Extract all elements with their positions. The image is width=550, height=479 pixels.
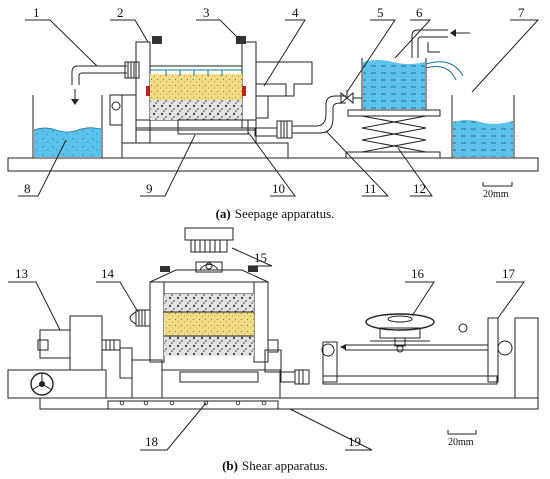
right-housing	[255, 61, 313, 119]
pusher-block	[119, 347, 133, 379]
inlet-fitting	[254, 120, 293, 139]
outlet-pipe	[71, 61, 140, 105]
shear-sand-sample	[164, 312, 254, 336]
label-4: 4	[292, 5, 299, 20]
seepage-apparatus: 20mm 1 2 3 4 5 6 7 8 9 10	[7, 5, 540, 221]
label-3: 3	[203, 5, 210, 20]
part-labels-b: 13 14 15 16 17 18 19	[15, 250, 516, 449]
label-13: 13	[15, 266, 28, 281]
upper-gravel-layer	[164, 294, 254, 312]
scissor-lift	[345, 109, 441, 159]
scale-label-b: 20mm	[448, 437, 474, 448]
constant-head-tank	[361, 29, 470, 111]
label-17: 17	[502, 266, 516, 281]
porous-plate	[177, 119, 249, 135]
seepage-cell	[135, 36, 257, 144]
left-support	[109, 94, 137, 144]
label-11: 11	[364, 181, 377, 196]
label-2: 2	[117, 5, 124, 20]
leader-lines-b	[8, 247, 525, 451]
hand-wheel-drive	[7, 315, 121, 399]
label-5: 5	[377, 5, 384, 20]
dial-gauge	[365, 313, 435, 353]
sand-sample	[150, 74, 242, 100]
scale-bar-b: 20mm	[447, 430, 477, 448]
leader-lines-a	[18, 19, 540, 197]
shear-apparatus: 20mm 13 14 15 16 17 18 19 (b)Shear appar…	[7, 227, 539, 473]
inlet-hose	[292, 95, 346, 127]
label-7: 7	[518, 5, 525, 20]
label-19: 19	[348, 434, 361, 449]
lower-gravel-layer	[164, 336, 254, 356]
shear-lower-box	[131, 349, 310, 399]
label-12: 12	[413, 181, 426, 196]
label-16: 16	[411, 266, 425, 281]
shear-upper-box	[129, 261, 279, 363]
label-15: 15	[254, 250, 267, 265]
caption-a: (a)Seepage apparatus.	[216, 206, 335, 221]
label-6: 6	[416, 5, 423, 20]
shear-base-rail	[39, 397, 539, 410]
loading-head	[184, 227, 234, 271]
label-10: 10	[272, 181, 285, 196]
label-9: 9	[146, 181, 153, 196]
overflow-beaker	[451, 95, 515, 159]
scale-label-a: 20mm	[483, 189, 509, 200]
outflow-beaker	[32, 95, 103, 159]
caption-b: (b)Shear apparatus.	[222, 458, 328, 473]
label-18: 18	[145, 434, 158, 449]
seepage-lower-frame	[121, 142, 289, 159]
gravel-layer	[150, 100, 242, 120]
label-1: 1	[33, 5, 40, 20]
seepage-base-plate	[7, 157, 539, 172]
displacement-tray	[321, 317, 539, 399]
scale-bar-a: 20mm	[482, 182, 513, 200]
label-8: 8	[24, 181, 31, 196]
label-14: 14	[101, 266, 115, 281]
part-labels-a: 1 2 3 4 5 6 7 8 9 10 11 12	[24, 5, 525, 196]
